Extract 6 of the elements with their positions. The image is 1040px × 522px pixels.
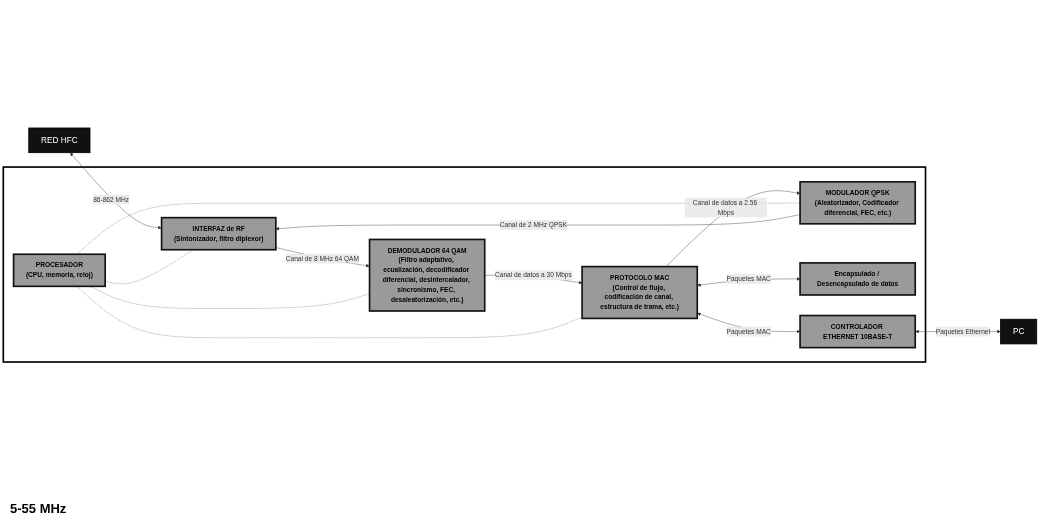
cluster [2,166,927,363]
connector [76,286,583,338]
node-box: PC [1000,318,1038,345]
node-box: RED HFC [28,127,91,154]
connector [90,286,370,309]
frequency-label: 5-55 MHz [10,501,67,516]
